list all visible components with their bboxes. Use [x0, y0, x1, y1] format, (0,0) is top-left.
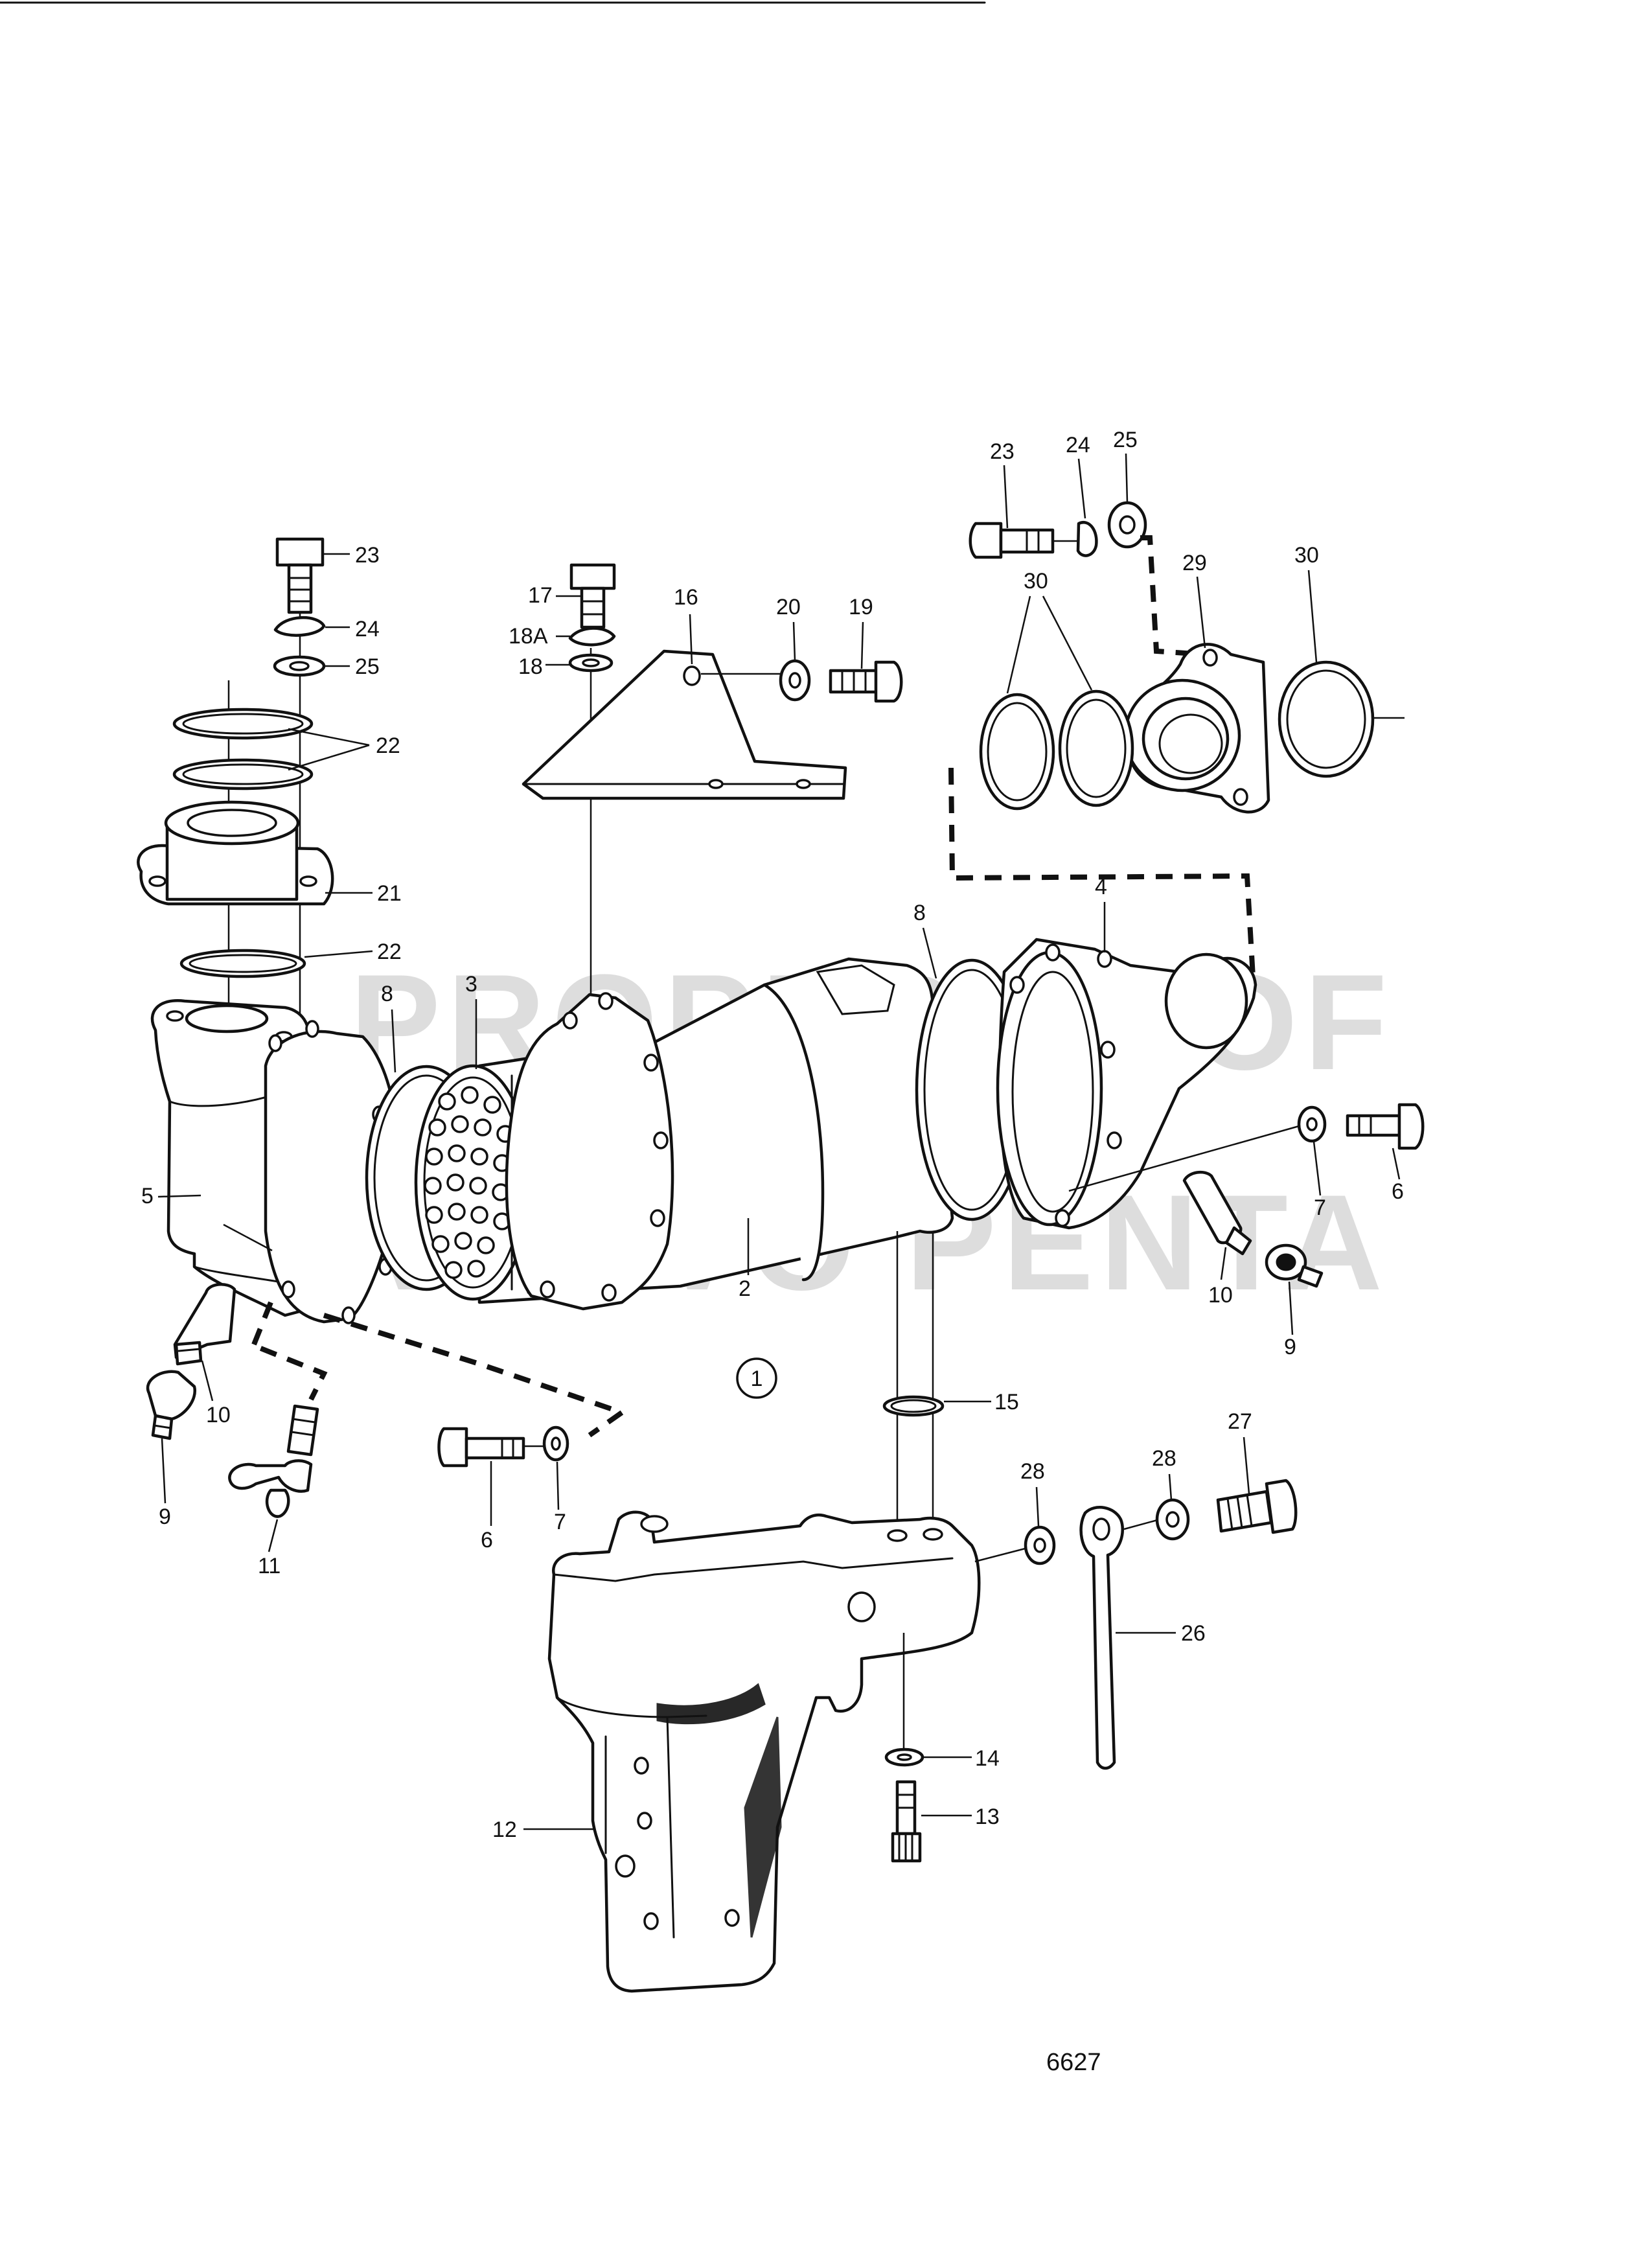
- bolt-6-bottom: [437, 1427, 525, 1468]
- label-7-right: 7: [1314, 1195, 1326, 1220]
- dashed-leader-29: [1140, 535, 1206, 657]
- section-callout: 1: [736, 1357, 777, 1399]
- end-cover-5: [150, 999, 400, 1324]
- washer-28-right: [1155, 1498, 1190, 1541]
- label-15: 15: [994, 1390, 1019, 1414]
- plug-9-right: [1265, 1243, 1324, 1288]
- drawing-number: 6627: [1046, 2049, 1101, 2076]
- label-27: 27: [1228, 1409, 1252, 1434]
- label-9-left: 9: [159, 1505, 171, 1529]
- label-16: 16: [674, 585, 698, 610]
- label-4: 4: [1095, 875, 1107, 899]
- label-6-right: 6: [1392, 1179, 1404, 1204]
- label-25-left: 25: [355, 654, 380, 679]
- flange-29: [1123, 643, 1270, 814]
- left-lower-fittings: [146, 1223, 628, 1518]
- label-23-right: 23: [990, 439, 1015, 464]
- label-20: 20: [776, 595, 801, 619]
- o-ring-15: [882, 1395, 945, 1417]
- banjo-pipe-26: [1079, 1506, 1125, 1770]
- bolt-19: [829, 660, 903, 703]
- washer-28-left: [1024, 1525, 1056, 1565]
- top-center-parts: [522, 563, 903, 998]
- label-18a: 18A: [509, 624, 548, 649]
- o-ring-30-left-1: [979, 693, 1055, 811]
- label-9-right: 9: [1284, 1335, 1296, 1359]
- lock-washer-18a: [568, 627, 616, 647]
- label-26: 26: [1181, 1621, 1206, 1646]
- right-side-fittings: [1182, 1103, 1425, 1288]
- washer-14: [884, 1747, 924, 1767]
- o-ring-30-right: [1278, 660, 1375, 778]
- dashed-link-11: [249, 1301, 328, 1401]
- drain-cock-11: [228, 1404, 319, 1518]
- flange-21: [137, 800, 334, 906]
- lock-washer-24-left: [273, 616, 326, 637]
- washer-7-bottom: [542, 1425, 569, 1462]
- washer-20: [779, 659, 811, 702]
- label-18: 18: [518, 654, 543, 679]
- washer-25-right: [1107, 501, 1147, 549]
- label-24-right: 24: [1066, 433, 1090, 457]
- anode-10-right: [1182, 1170, 1252, 1256]
- label-28-left: 28: [1020, 1459, 1045, 1484]
- label-5: 5: [141, 1184, 154, 1208]
- label-7-bottom: 7: [554, 1510, 566, 1534]
- washer-7-right: [1297, 1105, 1327, 1143]
- top-right-parts: [948, 501, 1405, 989]
- label-23-left: 23: [355, 543, 380, 568]
- label-25-right: 25: [1113, 428, 1138, 452]
- label-30-right: 30: [1294, 543, 1319, 568]
- banjo-bolt-27: [1216, 1479, 1298, 1534]
- label-24-left: 24: [355, 617, 380, 641]
- lock-washer-24-right: [1076, 521, 1098, 557]
- label-30-left: 30: [1024, 569, 1048, 594]
- label-13: 13: [975, 1805, 1000, 1829]
- label-14: 14: [975, 1746, 1000, 1771]
- label-28-right: 28: [1152, 1446, 1176, 1471]
- dashed-link-30-4: [948, 767, 1256, 989]
- bottom-left-bolt: [437, 1425, 569, 1468]
- bolt-23-right: [969, 522, 1055, 559]
- label-22-lower: 22: [377, 940, 402, 964]
- bolt-23-left: [275, 537, 325, 614]
- main-assembly: [150, 938, 1300, 1324]
- housing-2: [505, 957, 954, 1311]
- label-3: 3: [465, 972, 477, 997]
- label-6-bottom: 6: [481, 1528, 493, 1552]
- bolt-13: [891, 1780, 922, 1863]
- label-8-right: 8: [913, 901, 926, 925]
- bolt-17: [569, 563, 616, 629]
- bolt-6-right: [1346, 1103, 1425, 1150]
- label-21: 21: [377, 881, 402, 906]
- label-11: 11: [258, 1554, 281, 1578]
- left-stack: [137, 537, 334, 1199]
- label-10-left: 10: [206, 1403, 231, 1427]
- part-labels: 23 24 25 22 21 22 17 18A 18 16 20 19 23 …: [141, 428, 1404, 1842]
- label-17: 17: [528, 583, 553, 608]
- section-callout-number: 1: [751, 1367, 763, 1391]
- label-10-right: 10: [1208, 1283, 1233, 1308]
- label-2: 2: [739, 1276, 751, 1301]
- label-29: 29: [1182, 551, 1207, 575]
- bracket-16: [522, 649, 847, 800]
- o-ring-30-left-2: [1058, 689, 1134, 807]
- mounting-bracket-12: [547, 1510, 981, 1993]
- plug-9-left: [146, 1370, 197, 1440]
- anode-10-left: [173, 1283, 236, 1366]
- dashed-link-11-to-7: [323, 1313, 628, 1438]
- label-22-upper: 22: [376, 733, 400, 758]
- label-8-left: 8: [381, 982, 393, 1006]
- end-cover-4: [996, 938, 1257, 1230]
- label-12: 12: [492, 1817, 517, 1842]
- label-19: 19: [849, 595, 873, 619]
